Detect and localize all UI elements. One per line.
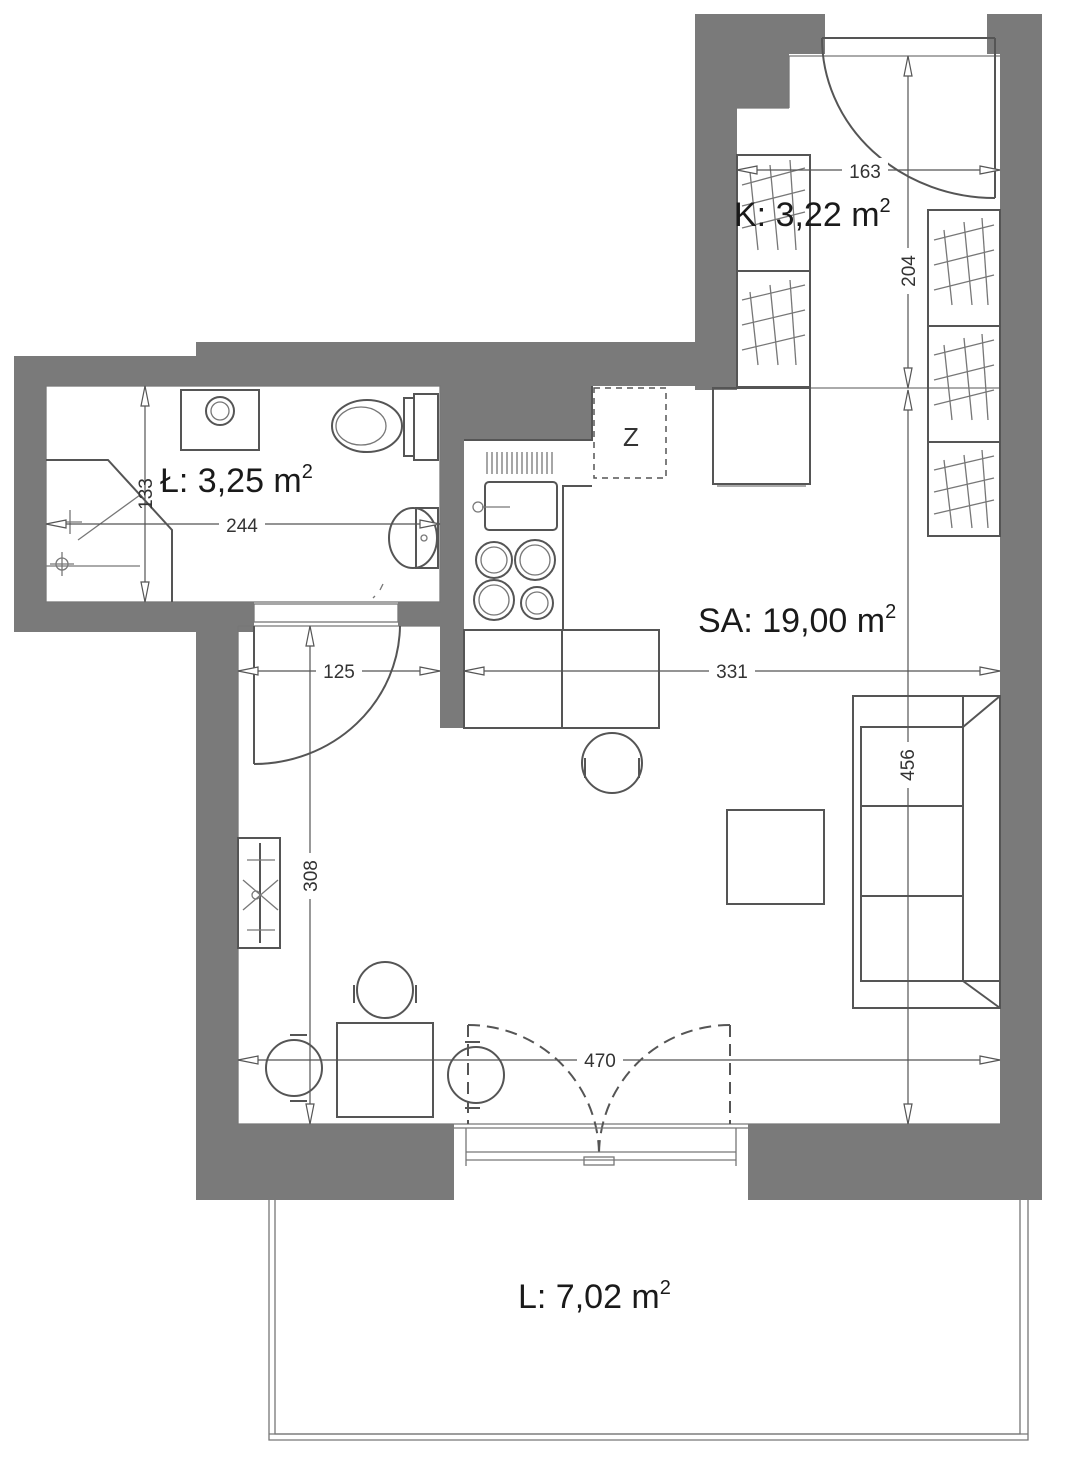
dining-set [265, 961, 505, 1118]
fridge-mark: Z [623, 422, 639, 452]
balcony-door [454, 1024, 748, 1166]
stool-icon [581, 732, 643, 794]
dim-living-width: 470 [584, 1051, 616, 1072]
dim-hall-width: 125 [323, 662, 355, 683]
dim-kitchen-width: 163 [849, 162, 881, 183]
dim-kitchen-depth: 204 [899, 255, 920, 287]
bathroom-room: Ł: 3,25 m2 [45, 385, 441, 623]
tv-unit [237, 837, 281, 949]
dim-kitchenette-width: 331 [716, 662, 748, 683]
living-area-label: SA: 19,00 m2 [698, 601, 896, 640]
kitchen-area-label: K: 3,22 m2 [734, 195, 891, 234]
toilet-icon [331, 393, 439, 461]
kitchenette: Z [463, 386, 811, 794]
coffee-table [726, 809, 825, 905]
dim-hall-depth: 308 [301, 860, 322, 892]
cooktop-icon [473, 539, 556, 621]
kitchen-room: K: 3,22 m2 [734, 37, 1001, 537]
sofa-icon [852, 695, 1001, 1009]
shower-icon [46, 459, 173, 602]
balcony: L: 7,02 m2 [268, 1200, 1029, 1441]
kitchen-sink-icon [472, 481, 558, 531]
sink-icon [388, 507, 439, 569]
dimensions: 163 204 133 244 125 331 4 [45, 55, 1001, 1125]
right-wardrobe [927, 209, 1001, 537]
living-room: SA: 19,00 m2 [237, 601, 1001, 1166]
washing-machine [180, 389, 260, 451]
dim-bathroom-depth: 133 [136, 478, 157, 510]
bathroom-area-label: Ł: 3,25 m2 [160, 461, 313, 500]
dish-rack [486, 452, 553, 474]
left-wardrobe [736, 154, 811, 388]
dim-bathroom-width: 244 [226, 516, 258, 537]
walls [14, 14, 1042, 1200]
dim-living-depth: 456 [898, 749, 919, 781]
balcony-area-label: L: 7,02 m2 [518, 1277, 671, 1316]
